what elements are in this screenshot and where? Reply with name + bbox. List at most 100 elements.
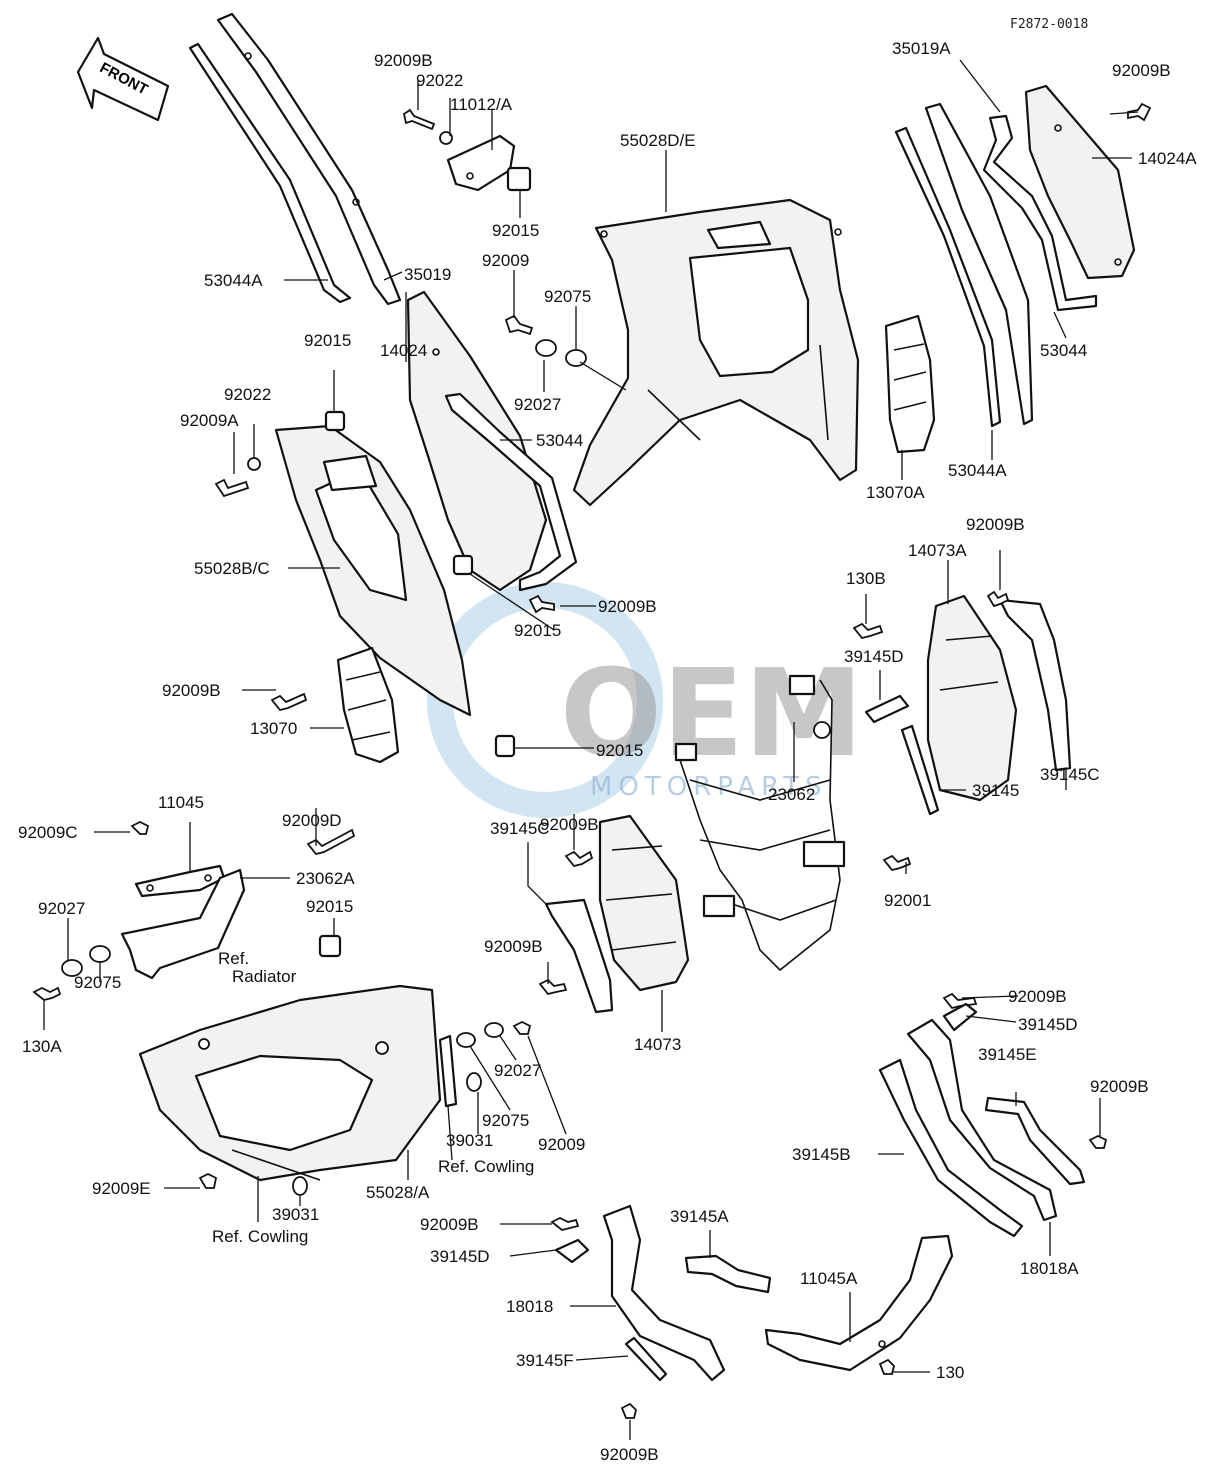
label-92022: 92022 — [416, 71, 463, 90]
label-14073A: 14073A — [908, 541, 967, 560]
label-39031: 39031 — [446, 1131, 493, 1150]
label-92075: 92075 — [544, 287, 591, 306]
part-18018A-bracket — [906, 1018, 1058, 1222]
label-ref-radiator-2: Radiator — [232, 967, 297, 986]
part-53044A-rail-b — [894, 126, 1002, 428]
label-92027: 92027 — [514, 395, 561, 414]
part-92009B-bolt-f — [564, 850, 594, 868]
part-14024-cover — [406, 290, 548, 592]
label-130: 130 — [936, 1363, 964, 1382]
label-39145: 39145 — [972, 781, 1019, 800]
label-ref-cowling: Ref. Cowling — [438, 1157, 534, 1176]
part-92009B-bolt-h — [942, 992, 978, 1010]
label-55028DE: 55028D/E — [620, 131, 696, 150]
part-92009-bolt-c — [512, 1020, 532, 1035]
label-18018: 18018 — [506, 1297, 553, 1316]
label-92009C: 92009C — [18, 823, 78, 842]
part-92015-clip-a — [506, 166, 532, 192]
label-92015: 92015 — [304, 331, 351, 350]
label-92009B: 92009B — [162, 681, 221, 700]
label-92009B: 92009B — [598, 597, 657, 616]
label-39145F: 39145F — [516, 1351, 574, 1370]
label-23062A: 23062A — [296, 869, 355, 888]
part-92009C-bolt — [130, 820, 150, 835]
label-53044: 53044 — [536, 431, 583, 450]
part-39145-strip — [900, 724, 940, 816]
label-39145A: 39145A — [670, 1207, 729, 1226]
part-92075-grommet-c — [456, 1032, 476, 1048]
label-39145D: 39145D — [844, 647, 904, 666]
label-55028BC: 55028B/C — [194, 559, 270, 578]
part-39145D-pad-b — [942, 1002, 978, 1032]
part-92009B-bolt-b — [1127, 102, 1152, 122]
label-92009B: 92009B — [1008, 987, 1067, 1006]
part-23062A-bracket — [120, 868, 246, 980]
part-92015-clip-c — [452, 554, 474, 576]
part-92009B-bolt-g — [538, 978, 568, 996]
part-92022-washer-a — [439, 131, 453, 145]
ref-cowling-strip-b — [231, 1149, 321, 1181]
label-92009D: 92009D — [282, 811, 342, 830]
label-92009: 92009 — [538, 1135, 585, 1154]
label-53044A: 53044A — [204, 271, 263, 290]
label-ref-cowling: Ref. Cowling — [212, 1227, 308, 1246]
part-92027-grommet-b — [61, 959, 83, 977]
watermark-main: OEM — [560, 645, 863, 784]
oem-watermark: OEM MOTORPARTS — [427, 582, 863, 818]
part-92009B-bolt-a — [402, 108, 436, 131]
label-14024: 14024 — [380, 341, 427, 360]
part-13070-guard — [336, 646, 400, 764]
part-92009B-bolt-e — [986, 590, 1010, 608]
label-92009A: 92009A — [180, 411, 239, 430]
label-11012A: 11012/A — [450, 95, 513, 114]
label-53044A: 53044A — [948, 461, 1007, 480]
part-39145D-pad-c — [554, 1238, 590, 1264]
label-14073: 14073 — [634, 1035, 681, 1054]
part-11045A-bracket — [764, 1234, 954, 1372]
part-14073A-duct — [926, 594, 1018, 802]
label-11045: 11045 — [158, 793, 204, 812]
label-39145E: 39145E — [978, 1045, 1037, 1064]
part-92009B-bolt-k — [620, 1402, 637, 1419]
label-11045A: 11045A — [800, 1269, 858, 1288]
part-23062-frame — [674, 674, 846, 972]
label-92009B: 92009B — [600, 1445, 659, 1464]
part-55028DE-cowling — [572, 198, 860, 507]
part-13070A-guard — [884, 314, 936, 454]
part-39145D-pad-a — [864, 694, 910, 724]
label-92015: 92015 — [306, 897, 353, 916]
part-labels: 92009B 92022 11012/A 92015 53044A 35019 … — [18, 39, 1197, 1464]
label-92022: 92022 — [224, 385, 271, 404]
part-92022-washer-b — [247, 457, 261, 471]
label-39145C: 39145C — [490, 819, 550, 838]
part-11012A-bracket — [446, 134, 516, 192]
part-39031-pin-a — [466, 1072, 482, 1092]
part-92009A-bolt — [214, 478, 250, 498]
part-92027-grommet-c — [484, 1022, 504, 1038]
label-92009B: 92009B — [374, 51, 433, 70]
part-92009E-bolt — [198, 1172, 218, 1189]
label-14024A: 14024A — [1138, 149, 1197, 168]
part-39145E-strip — [984, 1096, 1086, 1186]
part-92009B-bolt-c — [528, 594, 555, 614]
part-55028BC-panel — [274, 424, 472, 717]
label-92001: 92001 — [884, 891, 931, 910]
part-35019-rail — [216, 12, 402, 306]
part-130B-bolt — [852, 622, 884, 640]
part-14073-duct — [598, 814, 690, 992]
part-39145B-seal — [878, 1058, 1024, 1238]
label-18018A: 18018A — [1020, 1259, 1079, 1278]
label-13070A: 13070A — [866, 483, 925, 502]
part-39145C-seal-b — [544, 898, 614, 1014]
label-92009B: 92009B — [540, 815, 599, 834]
label-92015: 92015 — [596, 741, 643, 760]
part-92001-bolt — [882, 854, 912, 872]
label-92009B: 92009B — [484, 937, 543, 956]
part-11045-plate — [134, 864, 226, 898]
part-92009B-bolt-d — [270, 692, 308, 712]
label-92009B: 92009B — [1090, 1077, 1149, 1096]
label-55028A: 55028/A — [366, 1183, 430, 1202]
part-92015-clip-e — [318, 934, 342, 958]
label-92075: 92075 — [74, 973, 121, 992]
